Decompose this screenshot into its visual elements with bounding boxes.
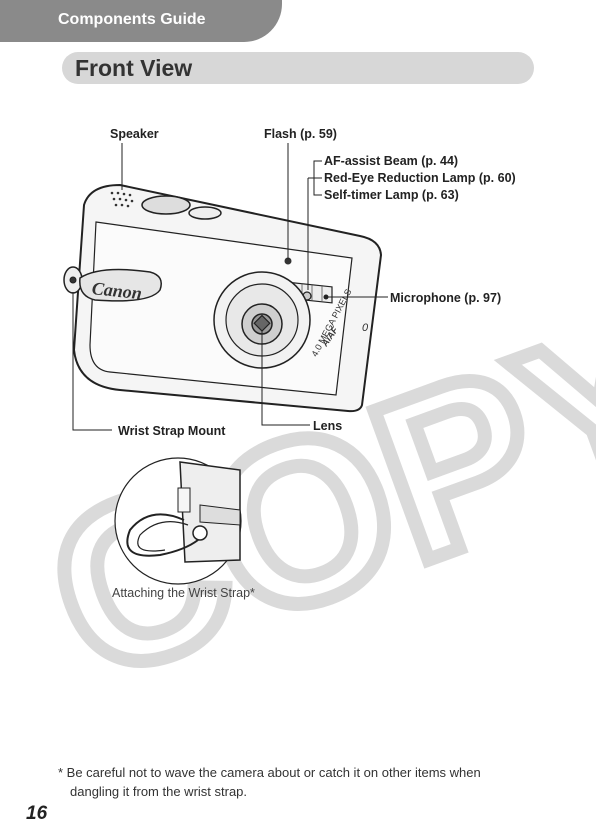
footnote: * Be careful not to wave the camera abou…: [58, 763, 538, 801]
page-title: Front View: [75, 55, 193, 81]
flash-label: Flash (p. 59): [264, 127, 337, 141]
speaker-label: Speaker: [110, 127, 159, 141]
section-title: Components Guide: [58, 11, 206, 28]
section-tab: Components Guide: [0, 0, 282, 42]
page-number: 16: [26, 803, 48, 824]
callout-lines: [72, 143, 388, 431]
heading-bar: Front View: [62, 52, 534, 84]
svg-text:0: 0: [362, 322, 369, 334]
wrist-strap-inset: [114, 457, 242, 585]
footnote-line-1: * Be careful not to wave the camera abou…: [58, 765, 481, 780]
af-assist-label: AF-assist Beam (p. 44): [324, 154, 459, 168]
wrist-strap-mount-label: Wrist Strap Mount: [118, 424, 226, 438]
footnote-line-2: dangling it from the wrist strap.: [70, 784, 248, 799]
microphone-label: Microphone (p. 97): [390, 291, 502, 305]
camera-body: Canon 4.0 MEGA PIXELS AiAF 0: [63, 183, 383, 413]
speaker-grille: [110, 191, 134, 208]
self-timer-label: Self-timer Lamp (p. 63): [324, 188, 459, 202]
inset-caption: Attaching the Wrist Strap*: [112, 586, 255, 600]
red-eye-label: Red-Eye Reduction Lamp (p. 60): [324, 171, 516, 185]
lens-label: Lens: [313, 419, 343, 433]
